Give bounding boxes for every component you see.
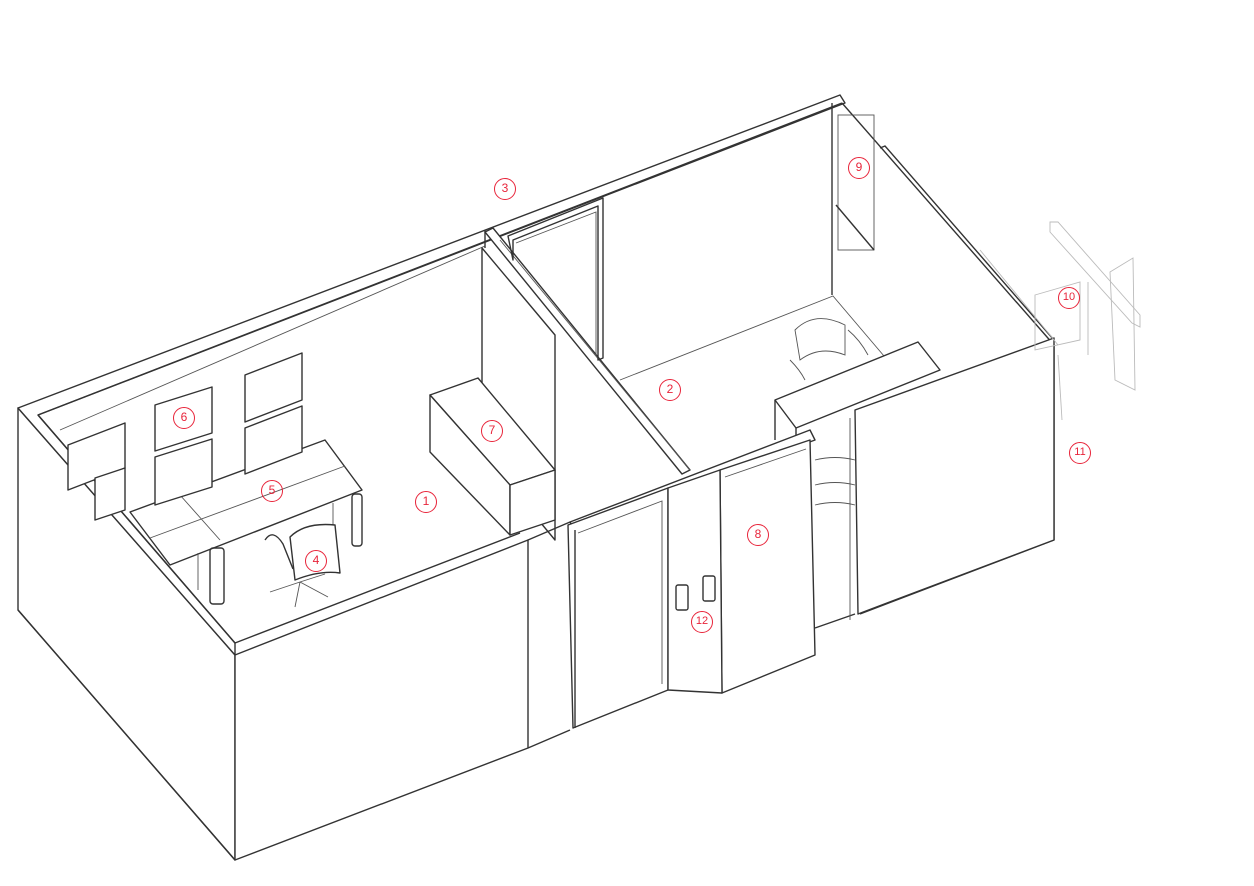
back-door [507,197,604,361]
right-room-walls [619,102,1055,615]
gap-chair [814,418,856,620]
front-sliding-doors [527,429,856,749]
callout-11-exterior: 11 [1069,442,1091,464]
callout-9-window: 9 [848,157,870,179]
door-handle-left [675,584,689,611]
callout-3-back-wall: 3 [494,178,516,200]
callout-6-monitors: 6 [173,407,195,429]
callout-1-left-room: 1 [415,491,437,513]
callout-2-right-room: 2 [659,379,681,401]
callout-4-chair: 4 [305,550,327,572]
back-wall [37,102,843,431]
door-handle-right [702,575,716,602]
right-room-desk [774,318,941,440]
turnstile-gate [979,221,1141,421]
callout-12-handles: 12 [691,611,713,633]
window [835,114,875,251]
callout-7-cabinet: 7 [481,420,503,442]
callout-5-desk: 5 [261,480,283,502]
office-chair [264,523,341,608]
callout-10-turnstile: 10 [1058,287,1080,309]
callout-8-door: 8 [747,524,769,546]
